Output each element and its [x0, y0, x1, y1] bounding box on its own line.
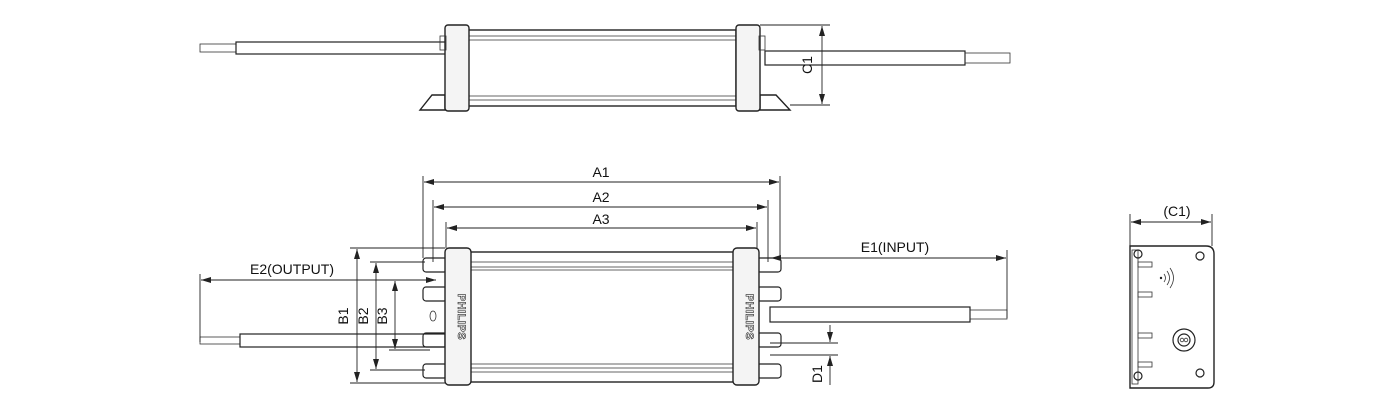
end-face [1129, 245, 1215, 389]
mounting-foot-left [418, 94, 446, 111]
end-cap-right-top [735, 24, 761, 112]
input-cable-top [764, 50, 1011, 66]
dimension-label-b3: B3 [374, 307, 390, 324]
dimension-label-a2: A2 [592, 189, 609, 205]
input-cable-front [769, 306, 1008, 323]
dimension-label-b1: B1 [335, 307, 351, 324]
brand-logo-right: PHILIPS [743, 294, 755, 340]
dimension-label-c1-side: (C1) [1163, 203, 1190, 219]
dimension-label-e2: E2(OUTPUT) [250, 261, 334, 277]
screw-icons [1133, 249, 1205, 381]
top-view: C1 [199, 24, 1011, 112]
end-cap-left-front [444, 247, 472, 386]
mounting-foot-right [759, 94, 792, 111]
front-view: PHILIPS PHILIPS A1 A2 A3 E1(INPUT) E2(OU… [199, 164, 1008, 386]
dimension-label-b2: B2 [355, 307, 371, 324]
wireless-signal-icon [1159, 267, 1174, 289]
dimension-label-a1: A1 [592, 164, 609, 180]
side-view: (C1) [1129, 203, 1215, 389]
output-cable-top [199, 41, 447, 55]
end-face-tabs [1137, 261, 1153, 368]
mounting-brackets-right [756, 257, 782, 379]
housing-front [469, 251, 735, 383]
housing-top [467, 29, 737, 107]
dimension-label-a3: A3 [592, 211, 609, 227]
sensor-button-icon [1172, 328, 1196, 352]
end-cap-right-front [732, 247, 760, 386]
dimension-label-e1: E1(INPUT) [861, 239, 929, 255]
end-cap-left-top [444, 24, 470, 112]
dimension-label-d1: D1 [809, 365, 825, 383]
dimension-label-c1: C1 [799, 56, 815, 74]
mounting-brackets-left [422, 257, 448, 379]
brand-logo-left: PHILIPS [455, 294, 467, 340]
output-cable-front [199, 333, 446, 348]
